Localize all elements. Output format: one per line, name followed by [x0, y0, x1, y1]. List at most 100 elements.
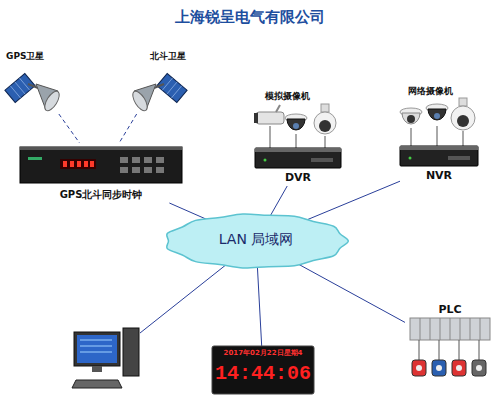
camera-lens [407, 115, 415, 123]
pc-shape [72, 322, 140, 398]
plc-module [480, 318, 481, 340]
monitor [74, 332, 120, 366]
status-led [28, 157, 42, 160]
led-node: 2017年02月22日星期414:44:06 [212, 346, 314, 394]
solar-panel [157, 74, 187, 103]
led-clock [212, 346, 314, 394]
plc-module [430, 318, 431, 340]
camera-lens [434, 113, 440, 119]
screen-line [80, 346, 112, 347]
node-text: 北斗卫星 [126, 52, 186, 62]
panel-button [156, 167, 164, 173]
device-dial [436, 365, 442, 371]
plc-module [460, 318, 461, 340]
solar-panel [5, 74, 35, 103]
dish-rim [42, 89, 62, 113]
network-link [257, 267, 261, 346]
screen-line [80, 340, 112, 341]
network-link [298, 264, 405, 323]
camera-lens [319, 120, 331, 132]
panel-button [144, 167, 152, 173]
network-link [270, 186, 287, 216]
camera-wire [270, 126, 271, 148]
node-text: LAN 局域网 [158, 232, 354, 247]
camera-lens [293, 123, 299, 129]
network-link [59, 114, 80, 143]
rack-unit [20, 147, 182, 183]
rack-node: GPS北斗同步时钟 [20, 143, 182, 203]
plc-module [420, 318, 421, 340]
screen-line [80, 352, 112, 353]
camera-wire [411, 128, 412, 146]
sat-node: 北斗卫星 [124, 50, 188, 114]
recorder-box [255, 148, 341, 168]
camera-wire [296, 134, 297, 148]
display-digit [63, 161, 67, 167]
network-link [307, 181, 400, 220]
camera-wire [325, 136, 326, 148]
monitor-screen [77, 335, 117, 363]
panel-button [132, 157, 140, 163]
camera-lens [254, 113, 258, 123]
device-dial [416, 365, 422, 371]
plc-module [470, 318, 471, 340]
ptz-mount [459, 98, 467, 106]
front-slot [311, 158, 333, 162]
pc-node [72, 322, 140, 398]
node-text: PLC [405, 304, 495, 316]
field-device [452, 360, 466, 376]
panel-grid [167, 82, 177, 94]
camera-lens [457, 115, 469, 127]
bullet-camera [256, 112, 284, 124]
field-wire [439, 340, 440, 360]
dish-rim [130, 89, 150, 113]
panel-button [144, 157, 152, 163]
network-cameras [400, 98, 475, 146]
camera-wire [463, 131, 464, 146]
satellite-icon [130, 74, 187, 113]
node-text: GPS卫星 [6, 52, 66, 62]
sat-node: GPS卫星 [4, 50, 68, 114]
field-wire [419, 340, 420, 360]
box-node: DVR [255, 148, 341, 186]
dome-camera [287, 119, 305, 130]
panel-grid [10, 86, 20, 98]
field-device [432, 360, 446, 376]
network-link [169, 203, 207, 219]
display-digit [77, 161, 81, 167]
satellite-icon [5, 74, 62, 113]
panel-grid [171, 86, 181, 98]
group-label: 模拟摄像机 [257, 92, 317, 102]
plc-rack [410, 318, 490, 340]
rack-edge [20, 147, 182, 150]
field-device [472, 360, 486, 376]
dome-camera [402, 113, 420, 124]
ptz-camera [314, 112, 336, 134]
recorder-top [400, 146, 478, 150]
node-text: 14:44:06 [212, 363, 314, 385]
device-dial [476, 365, 482, 371]
device-dial [456, 365, 462, 371]
display-window [60, 159, 96, 169]
monitor-stand [92, 366, 102, 372]
pc-tower [123, 328, 139, 376]
solar-panel-body [157, 74, 187, 103]
field-device [412, 360, 426, 376]
status-led [264, 159, 267, 162]
cloud-node: LAN 局域网 [158, 212, 354, 270]
panel-button [120, 167, 128, 173]
dome-camera [428, 109, 446, 120]
keyboard [72, 380, 122, 388]
front-slot [448, 156, 470, 160]
display-digit [84, 161, 88, 167]
panel-button [156, 157, 164, 163]
panel-button [132, 167, 140, 173]
node-text: DVR [255, 172, 341, 184]
plc-module [450, 318, 451, 340]
node-text: GPS北斗同步时钟 [20, 189, 182, 200]
solar-panel-body [5, 74, 35, 103]
field-wire [459, 340, 460, 360]
panel-grid [15, 82, 25, 94]
display-digit [70, 161, 74, 167]
box-node: NVR [400, 146, 478, 184]
